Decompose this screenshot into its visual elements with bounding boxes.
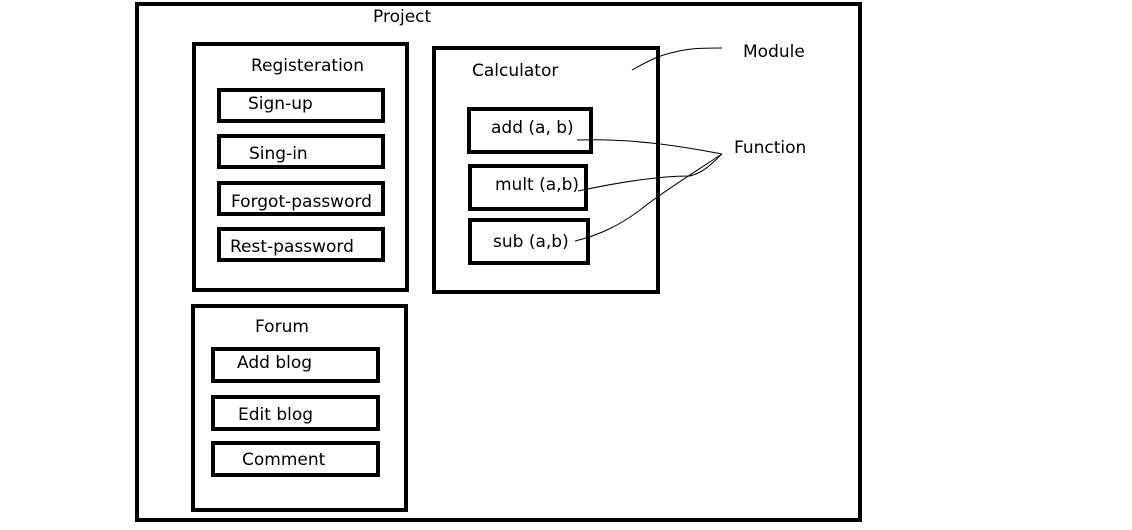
signup-label: Sign-up bbox=[248, 94, 313, 114]
project-label: Project bbox=[373, 7, 432, 27]
calculator-title: Calculator bbox=[472, 61, 559, 81]
signin-item: Sing-in bbox=[217, 134, 385, 169]
add-function-item: add (a, b) bbox=[467, 107, 593, 154]
edit-blog-label: Edit blog bbox=[238, 405, 314, 425]
add-blog-label: Add blog bbox=[237, 353, 313, 373]
sub-function-label: sub (a,b) bbox=[493, 232, 569, 252]
forgot-password-item: Forgot-password bbox=[217, 181, 385, 216]
function-annotation: Function bbox=[734, 138, 807, 158]
add-blog-item: Add blog bbox=[211, 347, 380, 383]
comment-item: Comment bbox=[211, 441, 380, 477]
module-annotation: Module bbox=[743, 42, 805, 62]
mult-function-item: mult (a,b) bbox=[468, 164, 588, 211]
reset-password-label: Rest-password bbox=[230, 237, 354, 257]
signup-item: Sign-up bbox=[217, 88, 385, 123]
sub-function-item: sub (a,b) bbox=[468, 218, 590, 265]
edit-blog-item: Edit blog bbox=[211, 395, 380, 431]
mult-function-label: mult (a,b) bbox=[495, 175, 580, 195]
forum-title: Forum bbox=[255, 317, 309, 337]
add-function-label: add (a, b) bbox=[491, 118, 574, 138]
registration-title: Registeration bbox=[251, 56, 364, 76]
signin-label: Sing-in bbox=[249, 144, 308, 164]
comment-label: Comment bbox=[242, 450, 326, 470]
forgot-password-label: Forgot-password bbox=[231, 192, 372, 212]
reset-password-item: Rest-password bbox=[217, 227, 385, 262]
